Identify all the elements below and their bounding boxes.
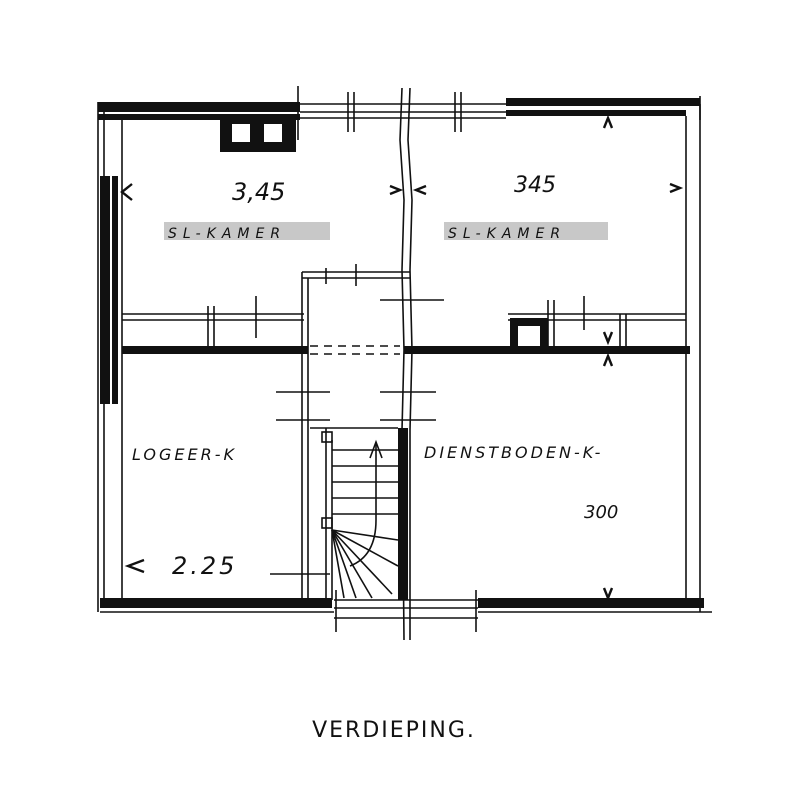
floor-caption: VERDIEPING. [312, 718, 476, 743]
dimension-marks [120, 114, 684, 602]
maid-room-name: DIENSTBODEN-K- [424, 443, 603, 462]
stair-hall [270, 264, 444, 600]
top-wall-right-inner [506, 110, 686, 116]
bedroom-right-dimension: 345 [514, 173, 556, 198]
chimney [220, 116, 296, 152]
guest-room-dimension: 2.25 [172, 552, 237, 580]
top-wall-right [506, 98, 700, 106]
outer-walls [97, 86, 712, 632]
bedroom-left-dimension: 3,45 [232, 178, 285, 206]
maid-room-dimension: 300 [584, 502, 618, 523]
horizontal-partition [122, 296, 690, 355]
top-wall-left-inner [98, 114, 300, 120]
room-labels: 3,45 SL-KAMER 345 SL-KAMER LOGEER-K 2.25… [132, 173, 618, 580]
bedroom-left-name: SL-KAMER [168, 226, 286, 242]
guest-room-name: LOGEER-K [132, 445, 237, 464]
left-wall-thick [100, 176, 110, 404]
bottom-wall-right [478, 598, 704, 608]
top-wall-left [98, 102, 300, 112]
bedroom-right-name: SL-KAMER [448, 226, 566, 242]
bottom-wall-left [100, 598, 332, 608]
